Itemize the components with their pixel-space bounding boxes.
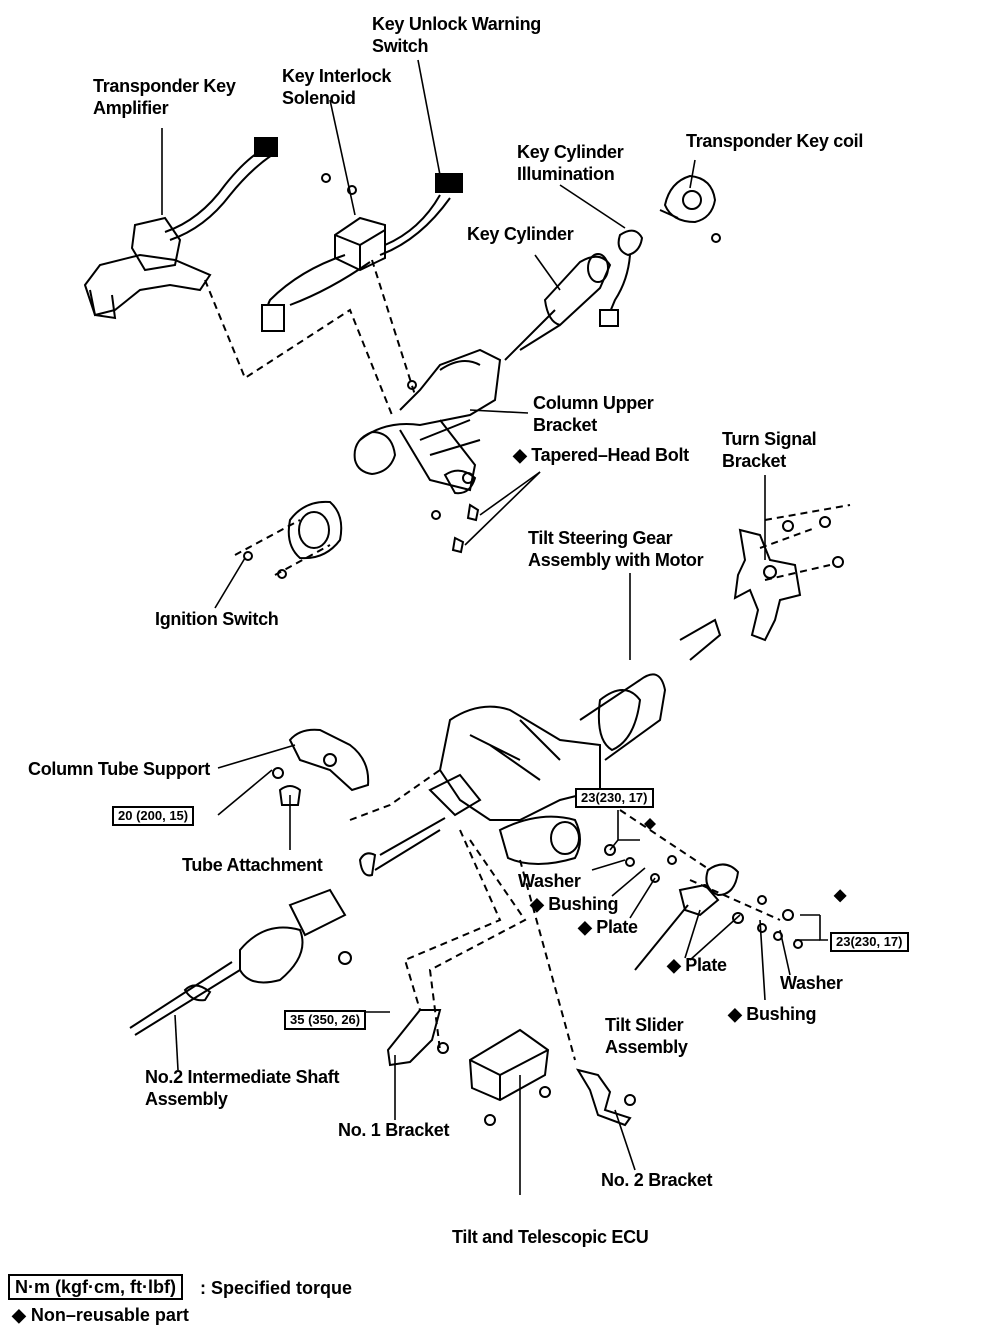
no1-bracket: [386, 1009, 449, 1067]
label-transponder-key-amplifier: Transponder Key Amplifier: [93, 76, 236, 118]
no2-intermediate-shaft: [129, 888, 352, 1036]
label-column-tube-support: Column Tube Support: [28, 759, 210, 779]
label-tapered-head-bolt: ◆ Tapered–Head Bolt: [513, 445, 689, 465]
non-reusable-markers: [644, 818, 846, 902]
label-tilt-telescopic-ecu: Tilt and Telescopic ECU: [452, 1227, 649, 1247]
label-no2-intermediate-shaft: No.2 Intermediate Shaft Assembly: [145, 1067, 340, 1109]
tilt-slider-assembly: [634, 863, 803, 971]
non-reusable-marker-standalone: ◆: [834, 887, 847, 904]
label-tilt-steering-gear: Tilt Steering Gear Assembly with Motor: [528, 528, 704, 570]
ignition-switch: [243, 500, 343, 579]
no2-bracket: [575, 1068, 636, 1127]
leader-lines: [161, 59, 828, 1195]
legend-non-reusable: ◆ Non–reusable part: [12, 1305, 189, 1325]
torque-column-tube-support: 20 (200, 15): [112, 806, 195, 826]
label-ignition-switch: Ignition Switch: [155, 609, 279, 629]
label-plate-left: ◆ Plate: [578, 917, 638, 937]
label-key-interlock-solenoid: Key Interlock Solenoid: [282, 66, 392, 108]
key-interlock-solenoid: [261, 173, 463, 332]
transponder-key-amplifier: [83, 137, 278, 320]
label-key-cylinder: Key Cylinder: [467, 224, 574, 244]
label-plate-right: ◆ Plate: [667, 955, 727, 975]
label-no1-bracket: No. 1 Bracket: [338, 1120, 450, 1140]
label-no2-bracket: No. 2 Bracket: [601, 1170, 713, 1190]
key-cylinder-illumination: [599, 229, 644, 327]
tapered-head-bolts: [451, 503, 480, 554]
tilt-telescopic-ecu: [468, 1028, 551, 1126]
label-washer-left: Washer: [518, 871, 581, 891]
label-key-cylinder-illumination: Key Cylinder Illumination: [517, 142, 624, 184]
label-column-upper-bracket: Column Upper Bracket: [533, 393, 654, 435]
key-cylinder: [504, 253, 612, 361]
label-washer-right: Washer: [780, 973, 843, 993]
legend-unit-box: N·m (kgf·cm, ft·lbf): [8, 1274, 183, 1300]
label-bushing-left: ◆ Bushing: [530, 894, 619, 914]
label-turn-signal-bracket: Turn Signal Bracket: [722, 429, 817, 471]
transponder-key-coil: [659, 174, 721, 243]
label-key-unlock-warning-switch: Key Unlock Warning Switch: [372, 14, 541, 56]
label-transponder-key-coil: Transponder Key coil: [686, 131, 864, 151]
tilt-steering-gear-assembly: [358, 618, 722, 877]
torque-tilt-gear-upper: 23(230, 17): [575, 788, 654, 808]
torque-tilt-gear-right: 23(230, 17): [830, 932, 909, 952]
legend-unit-desc: : Specified torque: [200, 1278, 353, 1298]
column-tube-support: [272, 728, 370, 806]
label-tube-attachment: Tube Attachment: [182, 855, 323, 875]
turn-signal-bracket: [733, 516, 844, 642]
torque-intermediate-shaft: 35 (350, 26): [284, 1010, 367, 1030]
label-bushing-right: ◆ Bushing: [728, 1004, 817, 1024]
label-tilt-slider-assembly: Tilt Slider Assembly: [605, 1015, 688, 1057]
column-upper-bracket: [353, 348, 502, 520]
